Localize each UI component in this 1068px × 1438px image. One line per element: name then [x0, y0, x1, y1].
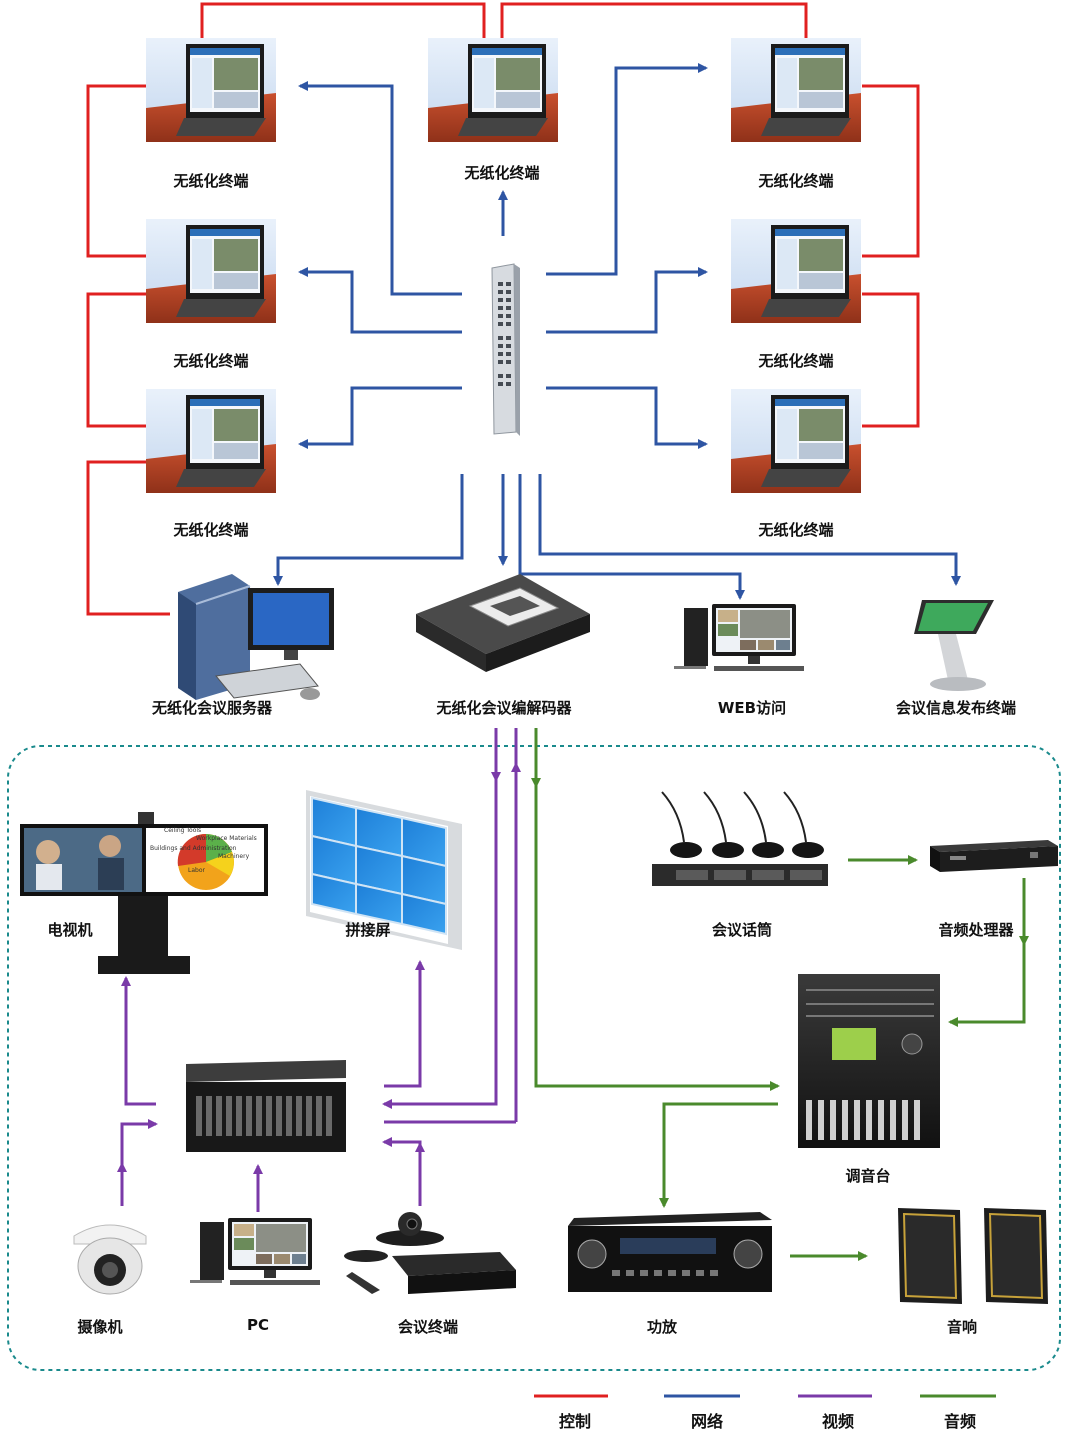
- paperless-terminal-image: [146, 389, 276, 493]
- terminal-label: 无纸化终端: [758, 172, 834, 190]
- legend-label-control: 控制: [558, 1412, 592, 1431]
- network-line: [273, 474, 464, 586]
- pie-text-1: Ceiling Tools: [164, 827, 201, 834]
- tv-image: Ceiling Tools Workplace Materials Buildi…: [20, 812, 268, 974]
- audio-processor-label: 音频处理器: [938, 921, 1014, 939]
- control-line: [862, 292, 920, 428]
- paperless-terminal-image: [146, 38, 276, 142]
- videowall-label: 拼接屏: [345, 921, 391, 939]
- pie-text-2: Workplace Materials: [196, 835, 257, 842]
- paperless-terminal-image: [731, 38, 861, 142]
- terminal-label: 无纸化终端: [464, 164, 540, 182]
- legend-label-audio: 音频: [943, 1412, 977, 1431]
- paperless-terminal-image: [146, 219, 276, 323]
- network-line: [538, 474, 961, 586]
- pc-label: PC: [246, 1316, 270, 1334]
- kiosk-label: 会议信息发布终端: [895, 699, 1017, 717]
- video-line: [384, 960, 425, 1088]
- network-line: [298, 267, 462, 334]
- paperless-terminal-image: [428, 38, 558, 142]
- codec-label: 无纸化会议编解码器: [436, 699, 572, 717]
- terminal-label: 无纸化终端: [173, 172, 249, 190]
- camera-label: 摄像机: [77, 1318, 123, 1336]
- speakers-label: 音响: [946, 1318, 978, 1336]
- control-line: [86, 84, 146, 258]
- video-line: [382, 780, 498, 1109]
- server-label: 无纸化会议服务器: [151, 699, 273, 717]
- mixer-image: [798, 974, 940, 1148]
- kiosk-image: [914, 600, 994, 691]
- audio-line: [659, 1102, 778, 1208]
- network-line: [518, 474, 745, 600]
- paperless-terminal-image: [731, 389, 861, 493]
- pie-text-5: Labor: [188, 867, 205, 874]
- speakers-image: [884, 1202, 1050, 1312]
- control-line: [86, 460, 170, 616]
- control-lines: [86, 2, 920, 616]
- conference-terminal-image: [344, 1212, 516, 1294]
- codec-image: [416, 574, 590, 672]
- mic-label: 会议话筒: [711, 921, 773, 939]
- paperless-terminal-image: [731, 219, 861, 323]
- control-line: [200, 2, 486, 38]
- pie-text-4: Machinery: [218, 853, 250, 860]
- network-lines: [273, 63, 961, 600]
- server-computer-image: [178, 574, 334, 700]
- network-line: [546, 63, 708, 276]
- terminal-label: 无纸化终端: [173, 521, 249, 539]
- microphones-image: [652, 791, 828, 886]
- control-line: [86, 292, 146, 428]
- amplifier-image: [568, 1212, 772, 1292]
- network-line: [298, 386, 462, 449]
- control-line: [500, 2, 808, 38]
- network-line: [546, 386, 708, 449]
- matrix-switcher-image: [186, 1060, 346, 1152]
- web-label: WEB访问: [717, 699, 787, 717]
- videowall-image: [306, 790, 462, 950]
- conference-terminal-label: 会议终端: [397, 1318, 459, 1336]
- video-line: [121, 976, 156, 1106]
- video-line: [382, 1137, 422, 1206]
- camera-image: [73, 1224, 147, 1295]
- tv-label: 电视机: [47, 921, 93, 939]
- mixer-label: 调音台: [845, 1167, 891, 1185]
- pie-text-3: Buildings and Administration: [150, 845, 237, 852]
- amplifier-label: 功放: [646, 1318, 678, 1336]
- pc-image: [190, 1218, 320, 1285]
- audio-lines: [531, 728, 1029, 1261]
- legend-label-network: 网络: [690, 1412, 724, 1431]
- video-lines: [117, 728, 521, 1212]
- web-pc-image: [674, 604, 804, 671]
- audio-line: [948, 944, 1026, 1027]
- legend-label-video: 视频: [821, 1412, 855, 1431]
- network-switch-image: [491, 263, 520, 436]
- terminal-label: 无纸化终端: [758, 352, 834, 370]
- terminal-label: 无纸化终端: [173, 352, 249, 370]
- control-line: [862, 84, 920, 258]
- audio-line: [534, 786, 780, 1091]
- audio-processor-image: [930, 840, 1058, 872]
- terminal-label: 无纸化终端: [758, 521, 834, 539]
- network-line: [298, 81, 462, 296]
- network-line: [546, 267, 708, 334]
- video-line: [120, 1119, 158, 1206]
